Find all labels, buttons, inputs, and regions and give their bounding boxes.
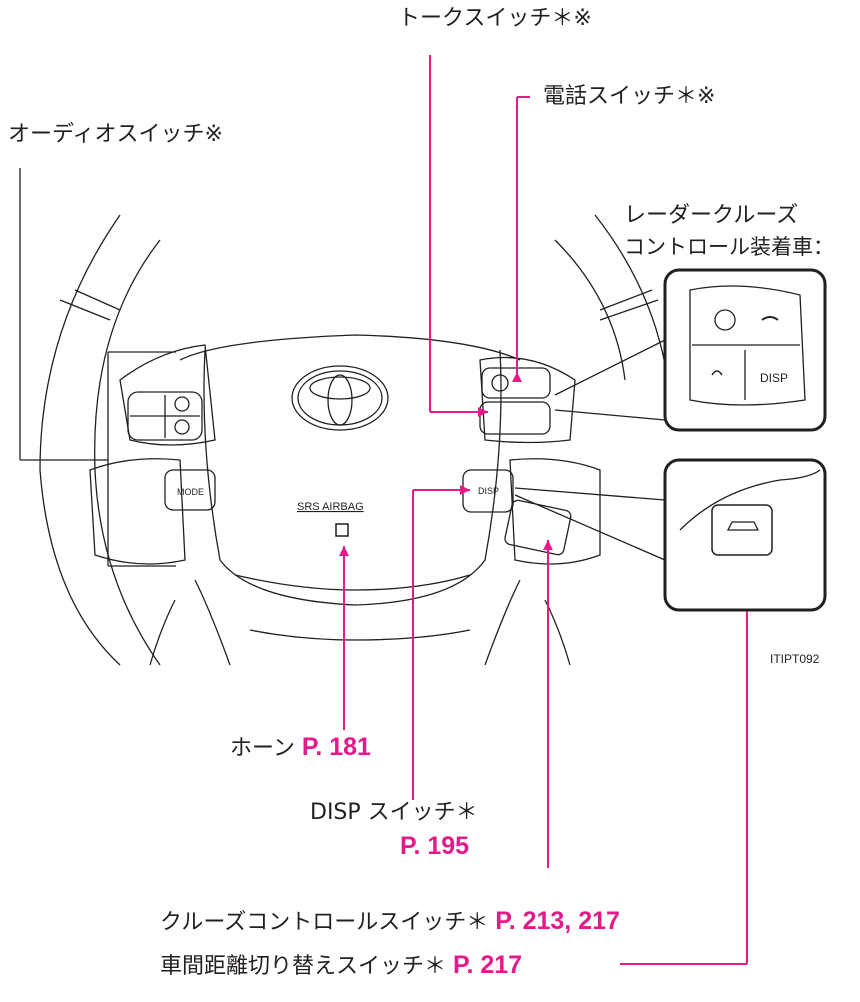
talk-switch-label: トークスイッチ＊※: [398, 6, 592, 31]
cruise-control-lever: [504, 499, 572, 556]
horn-label: ホーン: [230, 736, 295, 761]
audio-switch-label: オーディオスイッチ※: [8, 122, 223, 147]
cruise-page-ref[interactable]: P. 213, 217: [495, 907, 620, 935]
phone-pickup-icon: [714, 309, 736, 331]
distance-callout: 車間距離切り替えスイッチ＊ P. 217: [160, 952, 522, 980]
disp-button-label[interactable]: DISP: [478, 486, 499, 496]
cruise-callout: クルーズコントロールスイッチ＊ P. 213, 217: [160, 908, 620, 936]
radar-cruise-label-line2: コントロール装着車：: [624, 235, 834, 259]
distance-switch-button: [711, 504, 773, 556]
inset-bottom: [663, 458, 827, 612]
phone-switch-label: 電話スイッチ＊※: [543, 84, 716, 109]
vehicle-distance-icon: [726, 521, 760, 531]
talk-icon: [711, 370, 723, 376]
mode-button-label[interactable]: MODE: [177, 487, 204, 497]
radar-cruise-label-line1: レーダークルーズ: [624, 203, 799, 228]
airbag-label: SRS AIRBAG: [297, 501, 364, 513]
disp-switch-label: DISP スイッチ＊: [310, 800, 478, 825]
inset-disp-label: DISP: [760, 371, 788, 385]
inset-top: [663, 268, 827, 432]
figure-id: ITIPT092: [770, 652, 820, 666]
disp-page-ref[interactable]: P. 195: [400, 832, 470, 860]
horn-callout: ホーン P. 181: [230, 734, 371, 762]
cruise-label: クルーズコントロールスイッチ＊: [160, 910, 489, 935]
toyota-logo-icon: [291, 365, 389, 431]
distance-label: 車間距離切り替えスイッチ＊: [160, 954, 447, 979]
horn-icon: [335, 523, 349, 537]
talk-switch: [479, 401, 551, 435]
horn-page-ref[interactable]: P. 181: [301, 733, 371, 761]
phone-hangup-icon: [761, 316, 779, 321]
distance-page-ref[interactable]: P. 217: [453, 951, 523, 979]
mode-button: [164, 469, 216, 511]
audio-switch-panel: [127, 391, 203, 441]
